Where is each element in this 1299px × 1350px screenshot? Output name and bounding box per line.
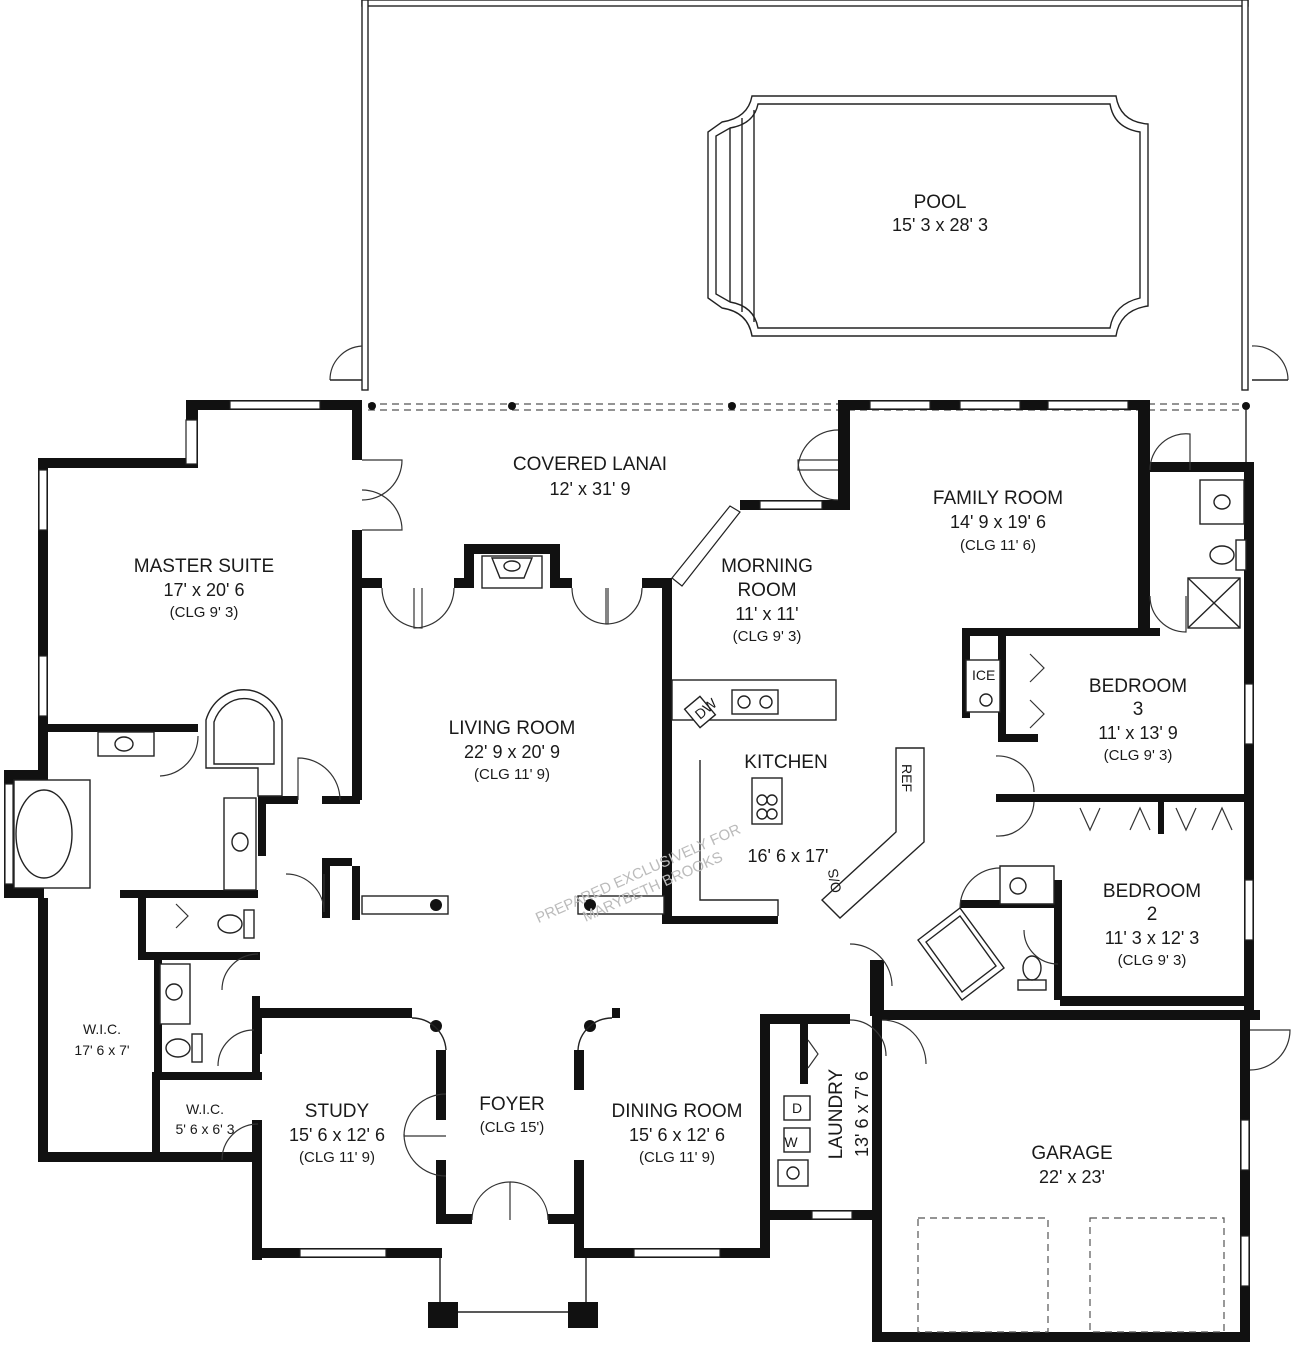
- fixture-labels: DW REF O/S ICE W D: [692, 667, 996, 1150]
- svg-text:15' 6 x 12' 6: 15' 6 x 12' 6: [629, 1125, 725, 1145]
- svg-text:LAUNDRY: LAUNDRY: [826, 1068, 847, 1159]
- bedroom-3-label: BEDROOM 3 11' x 13' 9 (CLG 9' 3): [1089, 676, 1187, 764]
- svg-text:15' 3 x 28' 3: 15' 3 x 28' 3: [892, 215, 988, 235]
- morning-room-label: MORNING ROOM 11' x 11' (CLG 9' 3): [721, 556, 813, 645]
- svg-text:(CLG 9' 3): (CLG 9' 3): [733, 628, 802, 645]
- svg-text:(CLG 15'): (CLG 15'): [480, 1119, 545, 1136]
- svg-text:3: 3: [1133, 699, 1144, 720]
- bedroom-2-label: BEDROOM 2 11' 3 x 12' 3 (CLG 9' 3): [1103, 881, 1201, 969]
- svg-text:2: 2: [1147, 904, 1158, 925]
- svg-text:W.I.C.: W.I.C.: [186, 1101, 224, 1117]
- svg-text:(CLG 9' 3): (CLG 9' 3): [1104, 747, 1173, 764]
- svg-text:KITCHEN: KITCHEN: [744, 752, 827, 773]
- garage-label: GARAGE 22' x 23': [1031, 1143, 1112, 1187]
- svg-text:15' 6 x 12' 6: 15' 6 x 12' 6: [289, 1125, 385, 1145]
- oven-label: O/S: [824, 868, 844, 895]
- study-label: STUDY 15' 6 x 12' 6 (CLG 11' 9): [289, 1101, 385, 1166]
- svg-text:FAMILY ROOM: FAMILY ROOM: [933, 488, 1063, 509]
- laundry-label: LAUNDRY 13' 6 x 7' 6: [826, 1068, 872, 1159]
- windows: [4, 400, 1254, 1287]
- watermark: PREPARED EXCLUSIVELY FOR MARYBETH BROOKS: [533, 821, 743, 927]
- svg-text:16' 6 x 17': 16' 6 x 17': [748, 846, 829, 866]
- svg-text:13' 6 x 7' 6: 13' 6 x 7' 6: [852, 1071, 872, 1157]
- dining-room-label: DINING ROOM 15' 6 x 12' 6 (CLG 11' 9): [612, 1101, 743, 1166]
- wic-large-label: W.I.C. 17' 6 x 7': [74, 1021, 129, 1058]
- svg-text:22' 9 x 20' 9: 22' 9 x 20' 9: [464, 742, 560, 762]
- svg-text:BEDROOM: BEDROOM: [1089, 676, 1187, 697]
- living-room-label: LIVING ROOM 22' 9 x 20' 9 (CLG 11' 9): [449, 718, 576, 783]
- svg-text:ROOM: ROOM: [737, 580, 796, 601]
- pool-label: POOL 15' 3 x 28' 3: [892, 192, 988, 235]
- master-suite-label: MASTER SUITE 17' x 20' 6 (CLG 9' 3): [134, 556, 274, 621]
- svg-text:STUDY: STUDY: [305, 1101, 370, 1122]
- pool: [707, 95, 1149, 337]
- foyer-label: FOYER (CLG 15'): [479, 1094, 544, 1136]
- svg-text:MORNING: MORNING: [721, 556, 813, 577]
- pool-enclosure: [329, 0, 1289, 470]
- svg-text:17' 6 x 7': 17' 6 x 7': [74, 1042, 129, 1058]
- kitchen-label: KITCHEN 16' 6 x 17': [744, 752, 828, 866]
- dryer-label: D: [792, 1100, 802, 1116]
- svg-text:BEDROOM: BEDROOM: [1103, 881, 1201, 902]
- fixtures: [13, 479, 1247, 1333]
- svg-text:11' 3 x 12' 3: 11' 3 x 12' 3: [1105, 928, 1200, 948]
- svg-text:(CLG 9' 3): (CLG 9' 3): [1118, 952, 1187, 969]
- room-labels: POOL 15' 3 x 28' 3 COVERED LANAI 12' x 3…: [74, 192, 1201, 1187]
- wic-small-label: W.I.C. 5' 6 x 6' 3: [175, 1101, 234, 1137]
- svg-text:(CLG 11' 9): (CLG 11' 9): [299, 1149, 375, 1166]
- svg-text:POOL: POOL: [914, 192, 967, 213]
- svg-text:5' 6 x 6' 3: 5' 6 x 6' 3: [175, 1121, 234, 1137]
- svg-text:MASTER SUITE: MASTER SUITE: [134, 556, 274, 577]
- svg-text:(CLG 11' 9): (CLG 11' 9): [474, 766, 550, 783]
- svg-text:(CLG 11' 9): (CLG 11' 9): [639, 1149, 715, 1166]
- refrigerator-label: REF: [899, 764, 915, 792]
- ice-maker-label: ICE: [972, 667, 995, 683]
- svg-text:DINING ROOM: DINING ROOM: [612, 1101, 743, 1122]
- svg-text:W.I.C.: W.I.C.: [83, 1021, 121, 1037]
- washer-label: W: [784, 1134, 798, 1150]
- svg-text:(CLG 11' 6): (CLG 11' 6): [960, 537, 1036, 554]
- doors: [159, 429, 1291, 1221]
- svg-text:FOYER: FOYER: [479, 1094, 544, 1115]
- svg-text:14' 9 x 19' 6: 14' 9 x 19' 6: [950, 512, 1046, 532]
- svg-text:(CLG 9' 3): (CLG 9' 3): [170, 604, 239, 621]
- svg-text:COVERED LANAI: COVERED LANAI: [513, 454, 667, 475]
- svg-text:LIVING ROOM: LIVING ROOM: [449, 718, 576, 739]
- svg-text:GARAGE: GARAGE: [1031, 1143, 1112, 1164]
- svg-text:11' x 13' 9: 11' x 13' 9: [1098, 723, 1178, 743]
- svg-text:11' x 11': 11' x 11': [735, 604, 798, 624]
- svg-text:12' x 31' 9: 12' x 31' 9: [550, 479, 631, 499]
- family-room-label: FAMILY ROOM 14' 9 x 19' 6 (CLG 11' 6): [933, 488, 1063, 554]
- svg-text:22' x 23': 22' x 23': [1039, 1167, 1105, 1187]
- svg-text:17' x 20' 6: 17' x 20' 6: [164, 580, 245, 600]
- covered-lanai-label: COVERED LANAI 12' x 31' 9: [513, 454, 667, 499]
